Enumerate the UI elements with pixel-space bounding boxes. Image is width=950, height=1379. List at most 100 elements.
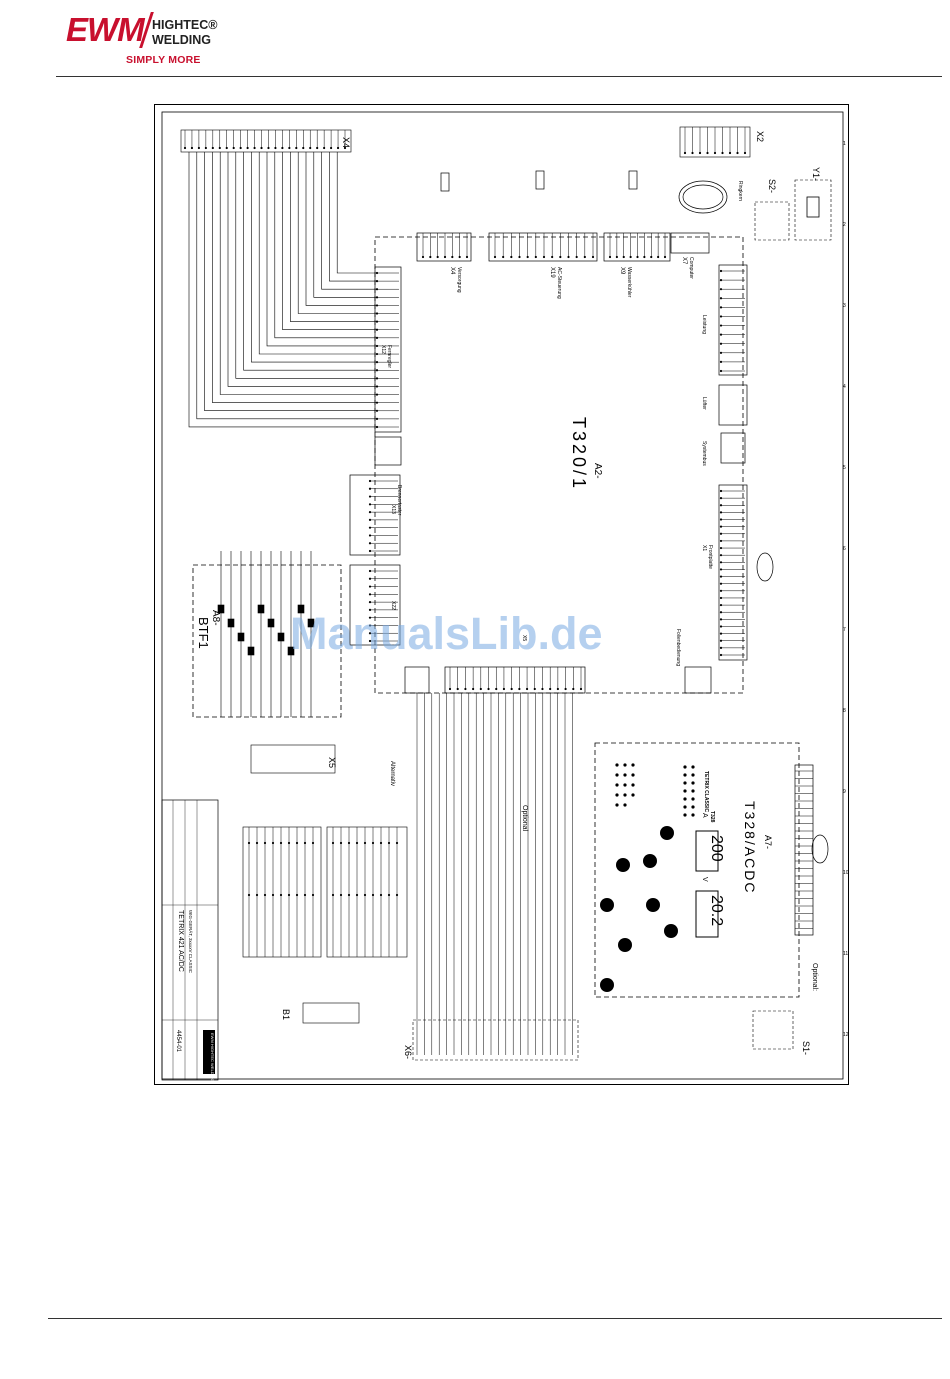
x4-label: X4 [341,137,351,148]
title-block-title: TETRIX 421 AC/DC [177,910,184,972]
svg-text:T328: T328 [709,811,715,823]
x4-wires [188,152,377,428]
plug-x10-folien: Folienbedienung [675,629,712,694]
watermark: ManualsLib.de [290,608,603,659]
svg-text:Folienbedienung: Folienbedienung [675,629,681,666]
plug-x8-systembus: Systembus [701,432,746,466]
svg-text:BTF1: BTF1 [196,617,211,649]
grid-number: 6 [843,546,846,552]
svg-text:Versorgung: Versorgung [456,267,462,293]
svg-text:X1: X1 [701,545,707,551]
svg-text:X12: X12 [380,345,386,354]
plug-x5-bottom: X5 [444,635,586,694]
main-board-label: A2- [592,463,603,479]
y1-valve: Y1- [794,167,832,241]
panel-x1-connector [794,764,814,936]
grid-number: 2 [843,222,846,228]
svg-text:S1-: S1- [801,1041,811,1055]
x5-strip: X5 [250,744,337,774]
logo-slogan: SIMPLY MORE [126,54,201,66]
grid-number: 4 [843,384,846,390]
svg-text:X5: X5 [327,757,337,768]
svg-text:X5: X5 [521,635,527,641]
x2-label: X2 [755,131,765,142]
s2-switch: S2- [754,179,790,241]
svg-text:Computer: Computer [688,257,694,279]
display-voltage: 20.2 [708,895,725,926]
svg-text:X22: X22 [390,601,396,610]
svg-text:B1: B1 [281,1009,291,1020]
svg-text:AC-Steuerung: AC-Steuerung [556,267,562,299]
svg-text:X4: X4 [449,267,455,275]
plug-x19-ac: X19 AC-Steuerung [488,170,598,299]
optional-wires [416,693,573,1055]
display-current: 200 [708,835,725,862]
title-block-subtitle: WIG-GERÄT, 3xxxxV CLASSIC [188,910,194,974]
title-block-company: EWM HIGHTEC WELDING [210,1033,215,1082]
inner-frame [161,111,844,1080]
svg-text:Fernregler: Fernregler [386,345,392,368]
svg-text:Brennertaster: Brennertaster [396,485,402,516]
svg-text:A8-: A8- [210,610,221,626]
b1-sensor: B1 [281,1002,360,1024]
svg-text:X13: X13 [390,505,396,514]
logo-welding: WELDING [152,33,212,47]
plug-x2-luefter: Lüfter [701,384,748,426]
main-board-name: T320/1 [569,417,589,491]
plug-x13-brennertaster: X13 Brennertaster [349,474,402,556]
optional-label: Optional [521,805,528,832]
s1-switch: S1- [752,1010,811,1055]
plug-x9-wasser: X9 Wasserkühler [603,170,671,298]
svg-text:X9: X9 [619,267,625,275]
svg-text:Wasserkühler: Wasserkühler [626,267,632,298]
ewm-logo: EWM HIGHTEC® WELDING SIMPLY MORE [66,8,226,70]
optional2-label: Optional: [811,963,818,991]
torch-box-b [326,826,408,958]
plug-x6-bottom [404,666,430,694]
s2-label: S2- [767,179,777,193]
plug-x6-small [374,436,402,466]
svg-text:X6-: X6- [403,1045,413,1059]
torch-box-a [242,826,322,958]
footer-rule [48,1318,942,1319]
ringkern-label: Ringkern [737,181,743,201]
plug-x1-frontplatte: X1 Frontplatte [701,484,748,661]
svg-text:Frontplatte: Frontplatte [707,545,713,569]
grid-number: 5 [843,465,846,471]
x2-connector: X2 [679,126,765,158]
svg-text:X7: X7 [681,257,687,265]
grid-number: 12 [843,1032,849,1038]
title-block: TETRIX 421 AC/DC WIG-GERÄT, 3xxxxV CLASS… [161,799,219,1082]
svg-text:Lüfter: Lüfter [701,397,707,410]
logo-brand: EWM [66,11,145,48]
front-panel-a7: A7- T328/ACDC TETRIX CLASSIC T328 200 A … [594,742,800,998]
ringkern-toroid [678,180,728,214]
grid-number: 10 [843,870,849,876]
svg-text:A7-: A7- [763,835,773,849]
x4-connector: X4 [180,129,352,153]
grid-number: 3 [843,303,846,309]
svg-text:V: V [701,877,708,882]
svg-text:T328/ACDC: T328/ACDC [742,801,758,894]
plug-x12-fernregler: X12 Fernregler [374,266,402,433]
svg-text:A: A [701,813,708,818]
title-block-number: 4454-01 [175,1030,181,1053]
grid-number: 8 [843,708,846,714]
plug-x4-versorgung: X4 Versorgung [416,172,472,293]
grid-number: 9 [843,789,846,795]
plug-x22: X22 [349,564,401,646]
svg-text:TETRIX CLASSIC: TETRIX CLASSIC [703,771,709,813]
plug-x7-computer: X7 Computer [670,232,710,279]
grid-number: 1 [843,141,846,147]
svg-text:X19: X19 [549,267,555,278]
y1-label: Y1- [811,167,821,181]
logo-hightec: HIGHTEC® [152,18,218,32]
header-rule [56,76,942,77]
svg-text:Leistung: Leistung [701,315,707,334]
plug-x14-leistung: Leistung [701,264,748,376]
btf1-board: A8- BTF1 [192,551,342,718]
ferrite-loop-2 [811,834,829,864]
